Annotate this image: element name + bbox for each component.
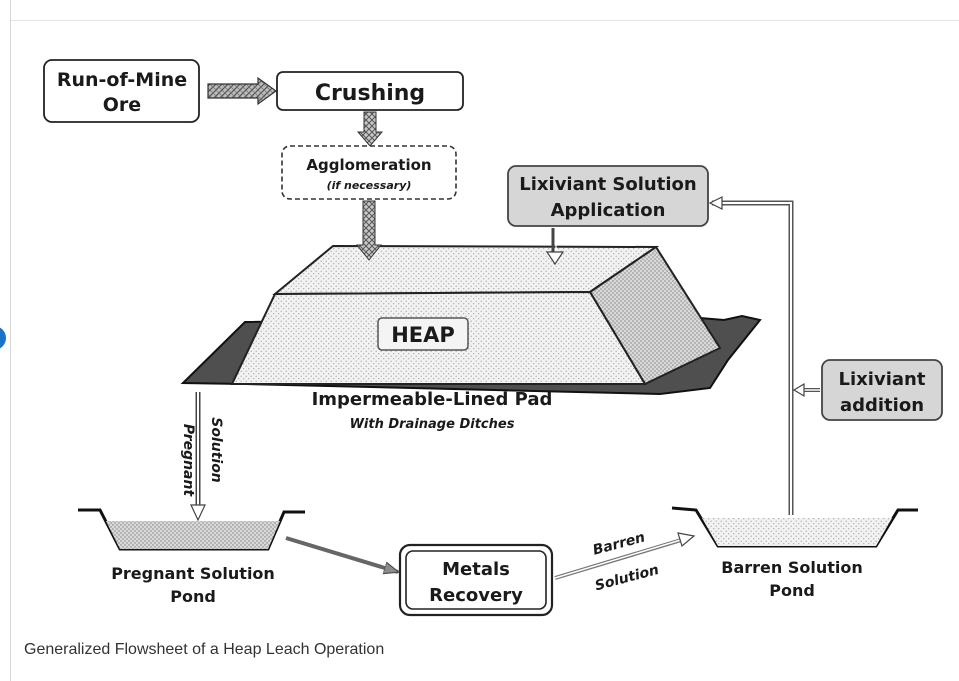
pad-label: Impermeable-Lined Pad — [312, 389, 553, 410]
crushing-label: Crushing — [315, 81, 425, 106]
pond-to-recovery-arrow — [285, 536, 398, 572]
barren-pond-line2: Pond — [769, 581, 815, 600]
agglomeration-note: (if necessary) — [327, 179, 412, 192]
metals-recovery-line2: Recovery — [429, 585, 523, 606]
pregnant-flow-label-1: Pregnant — [180, 424, 196, 498]
barren-pond-line1: Barren Solution — [721, 558, 863, 577]
figure-caption: Generalized Flowsheet of a Heap Leach Op… — [24, 641, 385, 658]
run-of-mine-line2: Ore — [103, 94, 141, 116]
left-border — [10, 0, 11, 681]
scroll-edge-indicator[interactable] — [0, 326, 6, 350]
heap-label-box — [377, 317, 469, 351]
agglomeration-to-heap-arrow — [355, 200, 383, 261]
agglomeration-label: Agglomeration — [306, 156, 431, 174]
lixiviant-application-box — [507, 165, 709, 227]
run-of-mine-line1: Run-of-Mine — [57, 69, 187, 91]
top-bar — [10, 0, 959, 21]
pregnant-pond-line2: Pond — [170, 587, 216, 606]
lixiviant-addition-line1: Lixiviant — [839, 369, 926, 390]
crushing-box — [276, 71, 464, 111]
agglomeration-box — [281, 145, 457, 200]
barren-pond-fill — [702, 518, 892, 546]
pregnant-flow-label-2: Solution — [208, 417, 224, 483]
rom-to-crushing-arrow — [207, 76, 278, 106]
lixiviant-application-line2: Application — [551, 200, 666, 221]
pad-note: With Drainage Ditches — [350, 417, 515, 432]
crushing-to-agglomeration-arrow — [356, 111, 384, 147]
lixiviant-addition-box — [821, 359, 943, 421]
lixiviant-addition-line2: addition — [840, 395, 924, 416]
pregnant-pond-line1: Pregnant Solution — [111, 564, 275, 583]
pregnant-pond-fill — [106, 521, 280, 549]
lixiviant-application-line1: Lixiviant Solution — [519, 174, 696, 195]
run-of-mine-box — [43, 59, 200, 123]
heap-label: HEAP — [391, 323, 455, 347]
metals-recovery-line1: Metals — [442, 559, 510, 580]
barren-flow-label-2: Solution — [593, 562, 660, 594]
